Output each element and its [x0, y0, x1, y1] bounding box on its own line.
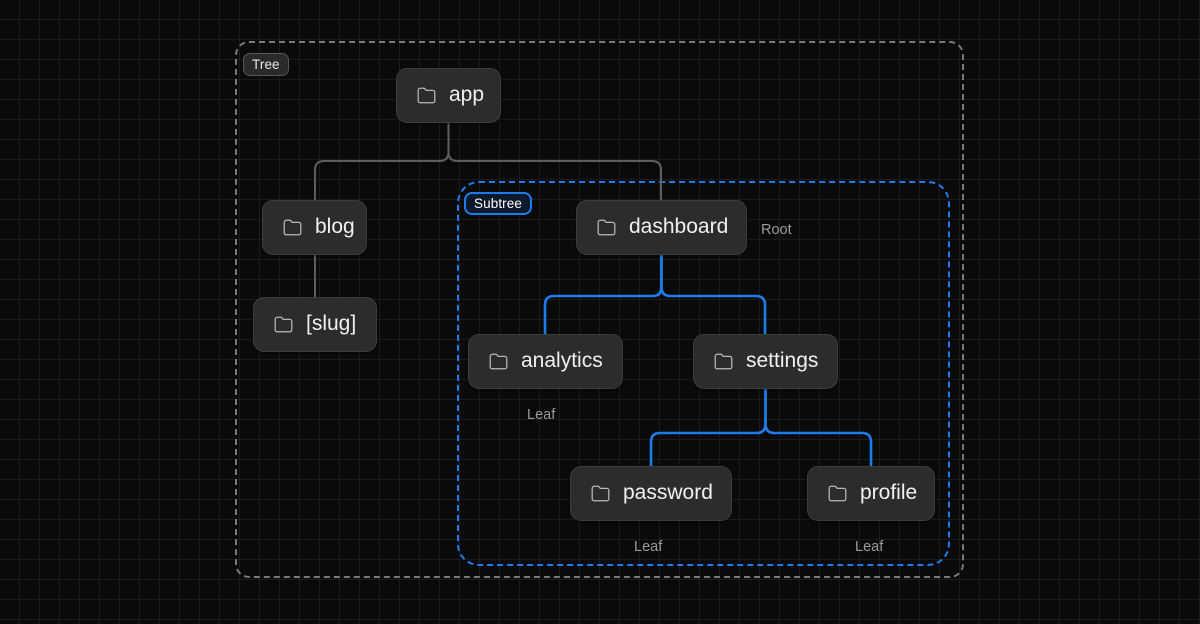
node-label: analytics — [521, 349, 603, 372]
node-label: settings — [746, 349, 819, 372]
node-label: [slug] — [306, 312, 357, 335]
node-password[interactable]: password — [570, 466, 732, 521]
folder-icon — [274, 316, 293, 333]
folder-icon — [591, 485, 610, 502]
leaf-annotation-password: Leaf — [634, 539, 663, 555]
tree-group-badge[interactable]: Tree — [243, 53, 289, 76]
leaf-annotation-analytics: Leaf — [527, 407, 556, 423]
node-profile[interactable]: profile — [807, 466, 935, 521]
node-app[interactable]: app — [396, 68, 501, 123]
node-label: password — [623, 481, 713, 504]
tree-group-badge-label: Tree — [252, 56, 280, 72]
node-dashboard[interactable]: dashboard — [576, 200, 747, 255]
tree-group-box[interactable] — [235, 41, 964, 578]
folder-icon — [714, 353, 733, 370]
folder-icon — [489, 353, 508, 370]
leaf-annotation-profile: Leaf — [855, 539, 884, 555]
folder-icon — [417, 87, 436, 104]
subtree-group-badge[interactable]: Subtree — [464, 192, 532, 215]
subtree-group-box[interactable] — [457, 181, 950, 566]
node-label: app — [449, 83, 485, 106]
node-label: profile — [860, 481, 918, 504]
node-label: dashboard — [629, 215, 729, 238]
folder-icon — [828, 485, 847, 502]
subtree-group-badge-label: Subtree — [474, 195, 522, 211]
node-label: blog — [315, 215, 355, 238]
folder-icon — [283, 219, 302, 236]
folder-icon — [597, 219, 616, 236]
node-slug[interactable]: [slug] — [253, 297, 377, 352]
node-settings[interactable]: settings — [693, 334, 838, 389]
node-analytics[interactable]: analytics — [468, 334, 623, 389]
node-blog[interactable]: blog — [262, 200, 367, 255]
root-annotation: Root — [761, 222, 792, 238]
